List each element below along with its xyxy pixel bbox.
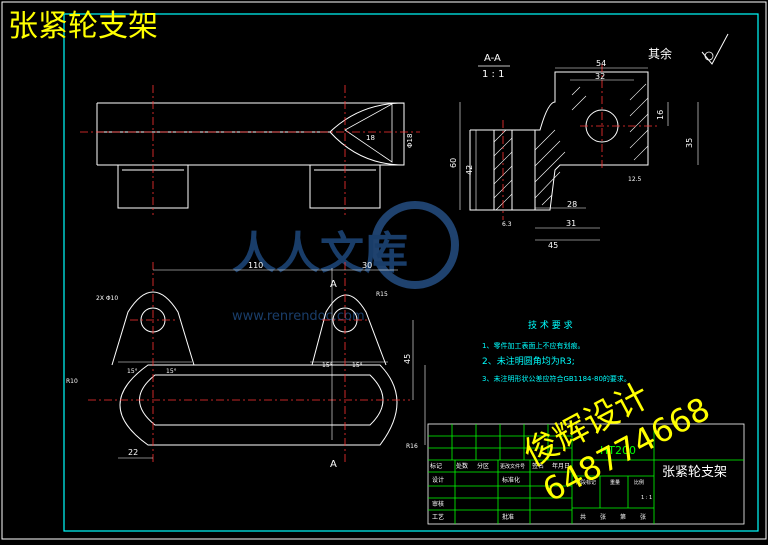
- tech-heading: 技 术 要 求: [528, 319, 573, 331]
- tb-mid-0: 标准化: [502, 476, 520, 484]
- tech-item-1: 1、零件加工表面上不应有划痕。: [482, 341, 584, 350]
- dim-18-label: 18: [366, 134, 375, 142]
- dim-60: 60: [449, 158, 458, 168]
- dim-12-5: 12.5: [628, 176, 642, 183]
- dim-45b: 45: [403, 354, 412, 364]
- tb-label-1: 处数: [456, 462, 468, 470]
- inner-border: [63, 13, 759, 532]
- dim-angle-3: 15°: [322, 362, 333, 369]
- tb-label-0: 标记: [430, 462, 442, 470]
- dim-31: 31: [566, 219, 576, 228]
- section-mark-a-bottom: A: [330, 459, 337, 470]
- dim-54: 54: [596, 59, 606, 68]
- tb-bottom-1: 张: [600, 513, 606, 521]
- dim-28: 28: [567, 200, 577, 209]
- top-dimension-lines: [118, 268, 426, 459]
- dim-30: 30: [362, 261, 372, 270]
- dim-phi18-label: Φ18: [406, 134, 414, 148]
- tb-label-4: 签名: [532, 462, 544, 470]
- drawing-title: 张紧轮支架: [8, 9, 158, 44]
- section-centerlines: [502, 64, 660, 220]
- tb-bottom-0: 共: [580, 513, 586, 521]
- tb-bottom-3: 张: [640, 513, 646, 521]
- front-centerlines: [80, 85, 420, 215]
- tb-part-name: 张紧轮支架: [662, 465, 727, 480]
- dim-angle-1: 15°: [127, 368, 138, 375]
- section-scale: 1 : 1: [482, 69, 504, 80]
- tb-label-5: 年月日: [552, 462, 570, 470]
- dim-r10: R10: [66, 378, 78, 385]
- tb-right-0: 阶段标记: [576, 479, 596, 486]
- section-view: [469, 71, 649, 211]
- section-dimension-lines: [459, 67, 699, 241]
- dim-32: 32: [595, 72, 605, 81]
- section-name: A-A: [484, 53, 501, 64]
- dim-r15: R15: [376, 291, 388, 298]
- tb-label-2: 分区: [477, 462, 489, 470]
- dim-holes: 2X Φ10: [96, 295, 118, 302]
- dim-45: 45: [548, 241, 558, 250]
- top-centerlines: [88, 262, 410, 462]
- title-block: [427, 423, 745, 525]
- roughness-symbol-icon: [701, 33, 729, 65]
- tb-bottom-2: 第: [620, 513, 626, 521]
- tb-right-2: 比例: [634, 479, 644, 486]
- tb-material: HT200: [600, 444, 636, 457]
- tb-mid-2: 批准: [502, 513, 514, 521]
- dim-r16: R16: [406, 443, 418, 450]
- tb-left-3: 工艺: [432, 513, 444, 521]
- dim-16: 16: [656, 110, 665, 120]
- watermark-url: www.renrendoc.com: [232, 309, 365, 324]
- dim-110: 110: [248, 261, 263, 270]
- dim-angle-4: 15°: [352, 362, 363, 369]
- tb-left-0: 设计: [432, 476, 444, 484]
- tb-right-1: 重量: [610, 479, 620, 486]
- tb-label-3: 更改文件号: [500, 463, 525, 470]
- dim-22: 22: [128, 448, 138, 457]
- surface-note: 其余: [648, 46, 672, 61]
- dim-6-3: 6.3: [502, 221, 512, 228]
- tech-item-3: 3、未注明形状公差应符合GB1184-80的要求。: [482, 374, 631, 383]
- front-view: [96, 102, 405, 209]
- section-mark-a-top: A: [330, 279, 337, 290]
- dim-35: 35: [685, 138, 694, 148]
- dim-angle-2: 15°: [166, 368, 177, 375]
- watermark: 人人文库 www.renrendoc.com: [232, 201, 459, 324]
- tb-left-2: 审核: [432, 500, 444, 508]
- watermark-main: 人人文库: [232, 228, 408, 279]
- dim-42: 42: [465, 165, 474, 175]
- tech-item-2: 2、未注明圆角均为R3;: [482, 355, 575, 367]
- tb-scale: 1 : 1: [641, 495, 652, 501]
